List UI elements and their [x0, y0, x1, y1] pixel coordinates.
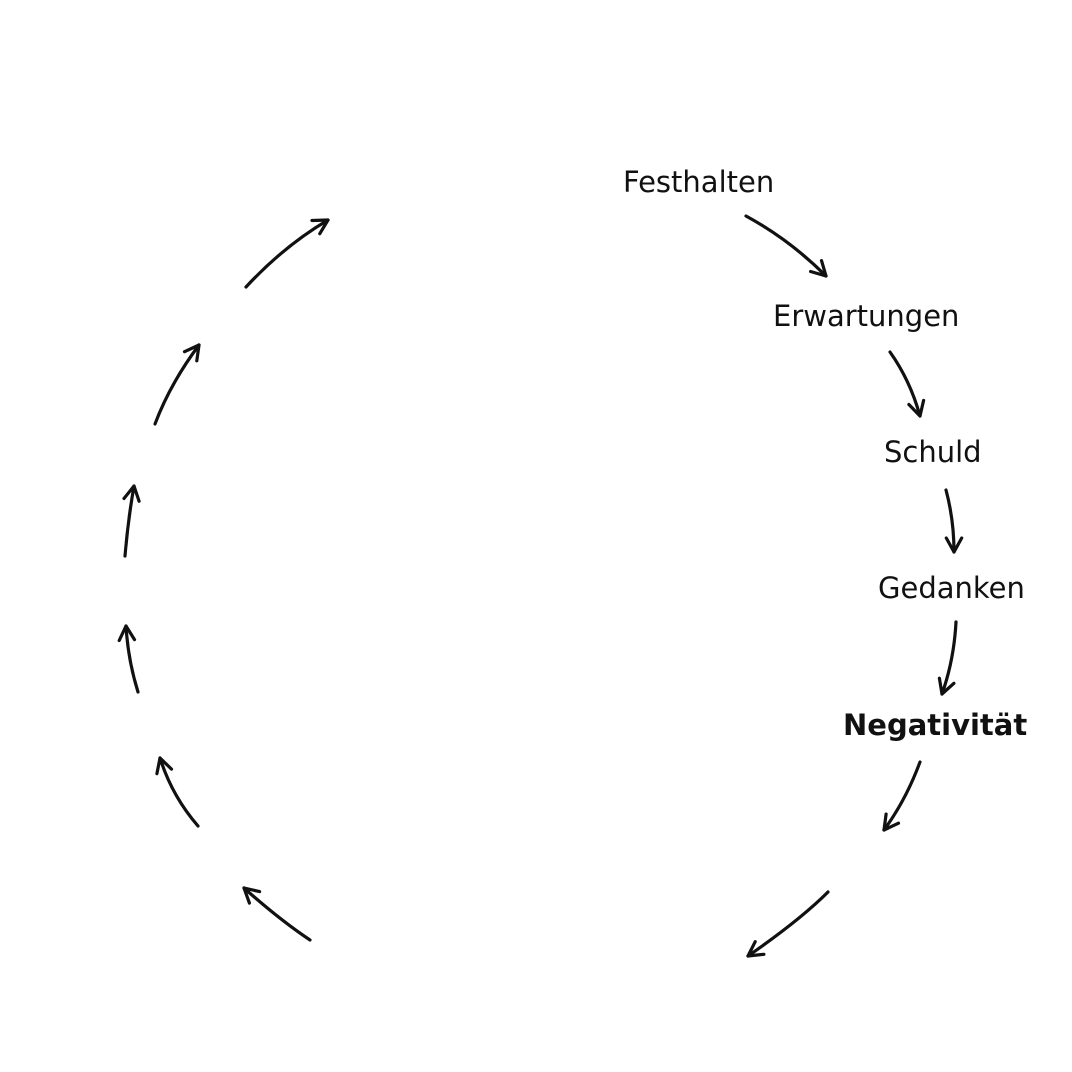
arrow-head	[944, 536, 964, 554]
arrow-right-1	[744, 214, 828, 278]
stage-label-festhalten: Festhalten	[623, 165, 774, 199]
arrow-head	[310, 218, 330, 236]
arrow-shaft	[940, 620, 958, 696]
arrow-right-2	[888, 350, 926, 418]
stage-labels: Festhalten Erwartungen Schuld Gedanken N…	[623, 165, 1027, 742]
arrow-head	[117, 624, 137, 643]
arrow-right-3	[944, 488, 964, 554]
arrow-head	[155, 756, 174, 776]
arrow-shaft	[153, 343, 201, 426]
stage-label-erwartungen: Erwartungen	[773, 299, 959, 333]
arrow-shaft	[944, 488, 956, 554]
arrow-top-left	[244, 218, 330, 289]
arrow-head	[746, 940, 766, 958]
arrow-shaft	[158, 756, 200, 828]
stage-label-schuld: Schuld	[884, 435, 982, 469]
arrow-head	[182, 343, 201, 363]
arrow-right-4	[937, 620, 958, 696]
arrow-left-3	[122, 484, 141, 558]
arrow-left-1	[155, 756, 200, 828]
arrow-shaft	[123, 484, 136, 558]
arrow-head	[122, 484, 141, 503]
stage-label-negativitaet: Negativität	[843, 708, 1027, 742]
arrow-shaft	[744, 214, 828, 278]
stage-label-gedanken: Gedanken	[878, 571, 1025, 605]
arrow-shaft	[242, 886, 312, 942]
arrow-shaft	[882, 760, 922, 832]
arrow-bottom-left	[242, 886, 312, 942]
arrow-shaft	[888, 350, 922, 418]
arrow-head	[882, 812, 901, 832]
arrow-head	[242, 886, 262, 905]
arrow-head	[809, 259, 828, 278]
cycle-arrows	[117, 214, 964, 958]
arrow-shaft	[746, 890, 830, 958]
arrow-bottom-right	[746, 890, 830, 958]
arrow-shaft	[124, 624, 140, 694]
arrow-head	[907, 398, 926, 418]
arrow-left-4	[153, 343, 201, 426]
arrow-left-2	[117, 624, 140, 694]
arrow-shaft	[244, 218, 330, 289]
arrow-head	[937, 676, 956, 696]
arrow-right-5	[882, 760, 922, 832]
